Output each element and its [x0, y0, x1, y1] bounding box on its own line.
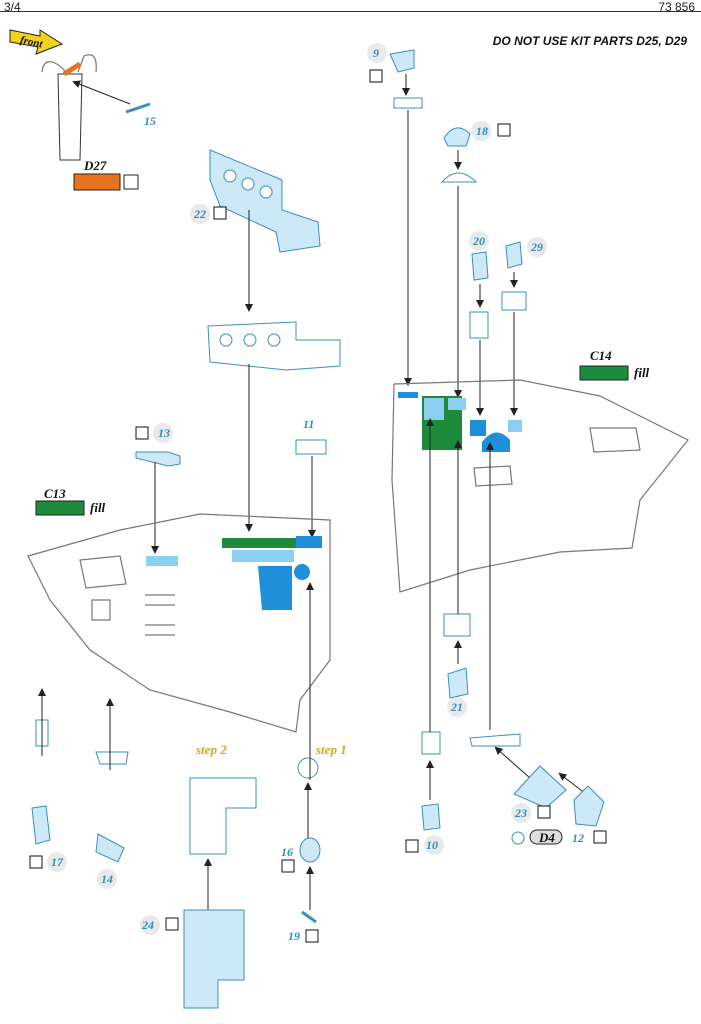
- part-22: [209, 149, 321, 253]
- part-number-9: 9: [373, 46, 379, 60]
- part-24-placed: [189, 777, 257, 855]
- left-panel-part11: [296, 536, 322, 548]
- part-number-20: 20: [472, 234, 485, 248]
- part-14-placed: [95, 751, 129, 765]
- part-number-15: 15: [144, 114, 156, 128]
- part-10-placed: [421, 731, 441, 755]
- left-panel-dark: [258, 566, 292, 610]
- part-number-22: 22: [193, 207, 206, 221]
- check-box-16: [281, 859, 295, 873]
- left-panel-light: [232, 550, 294, 562]
- part-number-16: 16: [281, 845, 293, 859]
- check-box-23: [537, 805, 551, 819]
- part-number-21: 21: [450, 700, 463, 714]
- right-panel-light: [424, 398, 444, 420]
- instrument-panel-22-placed: [207, 321, 341, 371]
- right-cockpit-outline: [391, 379, 689, 593]
- left-panel-step1-gauge: [294, 564, 310, 580]
- check-box-10: [405, 839, 419, 853]
- d4-icon: [511, 831, 525, 845]
- right-panel-part29: [508, 420, 522, 432]
- part-number-19: 19: [288, 929, 300, 943]
- page-number: 3/4: [4, 0, 21, 14]
- part-number-17: 17: [51, 855, 64, 869]
- right-panel-part9: [398, 392, 418, 398]
- part-21-placed: [443, 613, 471, 637]
- part-13: [135, 451, 181, 467]
- part-12: [573, 785, 605, 827]
- header-rule: [0, 11, 701, 12]
- part-15: [125, 102, 151, 114]
- part-18-placed: [440, 172, 478, 183]
- part-29-placed: [501, 291, 527, 311]
- part-18: [443, 127, 471, 147]
- part-19: [301, 910, 317, 924]
- left-panel-green: [222, 538, 300, 548]
- part-number-23: 23: [514, 806, 527, 820]
- kit-part-c14: C14: [590, 348, 612, 363]
- part-23: [513, 765, 567, 809]
- part-20-placed: [469, 311, 489, 339]
- step1-gauge: [297, 757, 319, 779]
- green-swatch-c14: [579, 365, 629, 381]
- part-number-29: 29: [530, 240, 543, 254]
- control-yoke: [41, 54, 97, 161]
- leader-12: [558, 772, 587, 795]
- check-box-9: [369, 69, 383, 83]
- kit-part-c13: C13: [44, 486, 66, 501]
- part-24: [183, 909, 245, 1009]
- part-number-24: 24: [141, 918, 154, 932]
- part-21: [447, 667, 469, 699]
- check-box-24: [165, 917, 179, 931]
- kit-part-d4: D4: [538, 830, 555, 845]
- part-14: [95, 833, 125, 863]
- check-box-19: [305, 929, 319, 943]
- product-code: 73 856: [658, 0, 695, 14]
- part-number-10: 10: [426, 838, 438, 852]
- d4-pill: [529, 829, 563, 845]
- part-number-13: 13: [158, 426, 170, 440]
- right-panel-part20: [470, 420, 486, 436]
- part-10: [421, 803, 441, 831]
- part-29: [505, 241, 523, 269]
- left-panel-part13: [146, 556, 178, 566]
- part-16: [299, 837, 321, 863]
- part-number-14: 14: [101, 872, 113, 886]
- check-box-17: [29, 855, 43, 869]
- fill-label-c14: fill: [634, 365, 650, 380]
- orange-swatch: [73, 173, 121, 191]
- part-number-11: 11: [303, 417, 314, 431]
- front-arrow: front: [9, 29, 64, 55]
- part-11: [295, 439, 327, 455]
- right-panel-part23: [482, 432, 510, 452]
- step-1-label: step 1: [315, 742, 347, 757]
- part-17: [31, 805, 51, 845]
- check-box-18: [497, 123, 511, 137]
- part-20: [471, 251, 489, 281]
- check-box-13: [135, 426, 149, 440]
- fill-label-c13: fill: [90, 500, 106, 515]
- check-box-12: [593, 830, 607, 844]
- part-9-placed: [393, 97, 423, 109]
- check-box-22: [213, 206, 227, 220]
- warning-note: DO NOT USE KIT PARTS D25, D29: [492, 34, 687, 48]
- sanding-icon: [123, 174, 139, 190]
- front-label: front: [19, 34, 45, 51]
- left-cockpit-outline: [27, 513, 331, 733]
- part-number-12: 12: [572, 831, 584, 845]
- kit-part-d27: D27: [83, 158, 107, 173]
- green-swatch-c13: [35, 500, 85, 516]
- part-23-12-placed: [469, 733, 521, 747]
- leader-23: [494, 746, 531, 779]
- part-number-18: 18: [476, 124, 488, 138]
- leader-15: [72, 80, 131, 105]
- right-panel-part18: [448, 398, 466, 410]
- step-2-label: step 2: [195, 742, 227, 757]
- part-9: [389, 49, 415, 73]
